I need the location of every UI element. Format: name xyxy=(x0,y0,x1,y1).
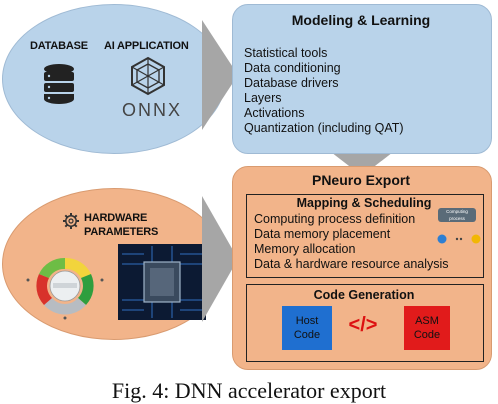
code-symbol-icon: </> xyxy=(348,314,378,336)
host-code-line2: Code xyxy=(293,329,321,341)
export-title: PNeuro Export xyxy=(311,172,410,188)
configurability-wheel-image xyxy=(26,257,104,320)
computing-process-badge: Computing process xyxy=(438,208,476,222)
onnx-label: ONNX xyxy=(122,100,183,120)
application-source-ellipse xyxy=(2,4,226,154)
mapping-item: Memory allocation xyxy=(254,242,356,256)
mapping-item: Computing process definition xyxy=(254,212,416,226)
process-nodes-icon xyxy=(437,234,481,244)
host-code-block: Host Code xyxy=(282,306,332,350)
modeling-item: Statistical tools xyxy=(244,46,328,60)
host-code-line1: Host xyxy=(295,315,319,327)
mapping-item: Data & hardware resource analysis xyxy=(254,257,449,271)
modeling-learning-box xyxy=(232,4,492,154)
asm-code-block: ASM Code xyxy=(404,306,450,350)
modeling-item: Layers xyxy=(244,91,282,105)
arrow-to-export xyxy=(202,196,238,322)
modeling-item: Database drivers xyxy=(244,76,339,90)
hardware-label-2: PARAMETERS xyxy=(84,226,159,238)
hardware-label-1: HARDWARE xyxy=(84,212,148,224)
codegen-title: Code Generation xyxy=(313,288,415,302)
mapping-item: Data memory placement xyxy=(254,227,391,241)
chip-image xyxy=(118,244,206,320)
modeling-list: Statistical tools Data conditioning Data… xyxy=(244,46,404,136)
ai-application-label: AI APPLICATION xyxy=(104,40,189,52)
asm-code-line2: Code xyxy=(413,329,441,341)
database-label: DATABASE xyxy=(30,40,88,52)
database-icon xyxy=(44,64,74,104)
modeling-item: Activations xyxy=(244,106,305,120)
asm-code-line1: ASM xyxy=(415,315,439,327)
arrow-to-modeling xyxy=(202,20,238,130)
onnx-logo-icon xyxy=(131,56,165,96)
modeling-item: Data conditioning xyxy=(244,61,341,75)
mapping-list: Computing process definition Data memory… xyxy=(254,212,449,272)
modeling-item: Quantization (including QAT) xyxy=(244,121,404,135)
modeling-title: Modeling & Learning xyxy=(291,12,431,28)
mapping-title: Mapping & Scheduling xyxy=(296,196,432,210)
gear-icon xyxy=(63,213,79,229)
figure-caption: Fig. 4: DNN accelerator export xyxy=(111,378,387,403)
